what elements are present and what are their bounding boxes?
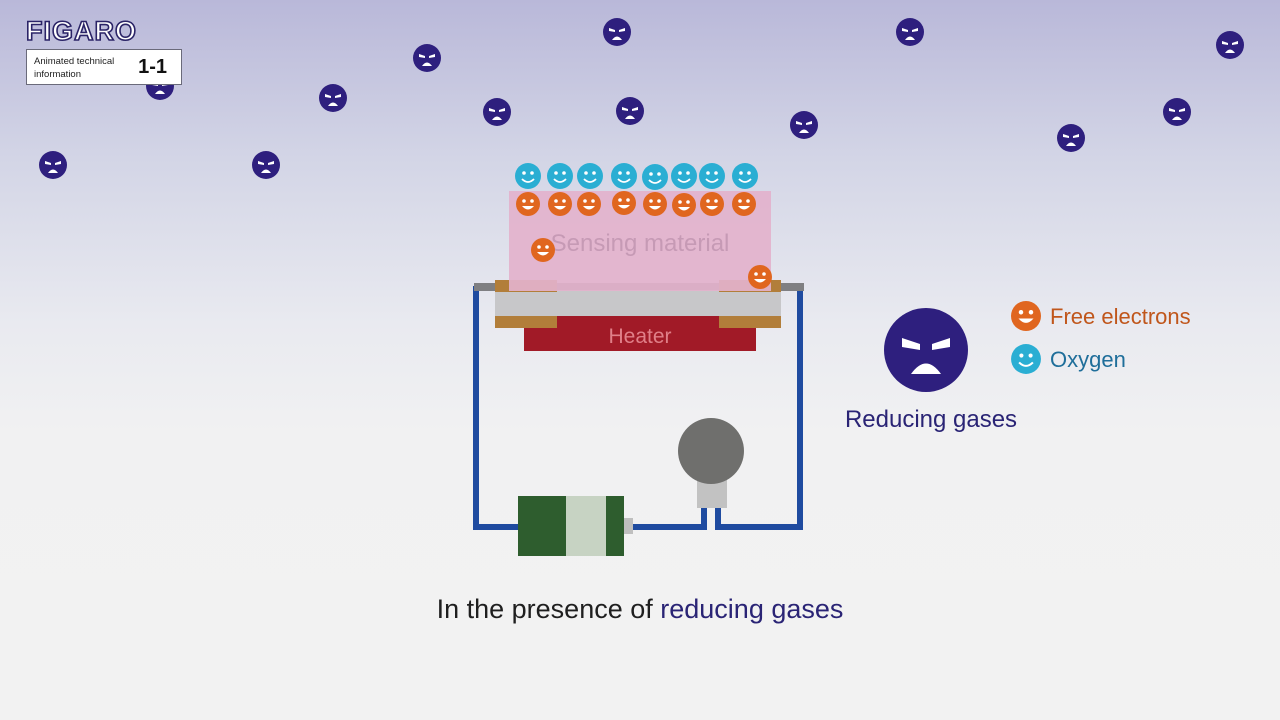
oxygen-molecule [514, 162, 542, 190]
free-electron [577, 192, 601, 216]
figaro-header: FIGARO Animated technical information 1-… [25, 15, 186, 88]
info-label-line2: information [34, 69, 81, 80]
gas-molecule [39, 151, 67, 179]
free-electron [516, 192, 540, 216]
oxygen-icon [1010, 343, 1042, 375]
info-label-line1: Animated technical [34, 56, 115, 67]
free-electron [672, 193, 696, 217]
gas-molecule [896, 18, 924, 46]
free-electron [700, 192, 724, 216]
figaro-logo: FIGARO [25, 15, 137, 47]
lamp-bulb [678, 418, 744, 484]
battery-band [566, 496, 606, 556]
electrode [495, 316, 557, 328]
free-electron [643, 192, 667, 216]
info-code: 1-1 [138, 56, 167, 78]
gas-molecule [319, 84, 347, 112]
oxygen-label: Oxygen [1050, 347, 1126, 372]
caption-highlight: reducing gases [660, 594, 844, 624]
sensing-material-label: Sensing material [551, 230, 730, 257]
heater [524, 316, 756, 351]
reducing-gases-label: Reducing gases [845, 406, 1017, 433]
oxygen-molecule [610, 162, 638, 190]
free-electron [531, 238, 555, 262]
free-electrons-label: Free electrons [1050, 304, 1191, 329]
oxygen-molecule [576, 162, 604, 190]
circuit-wire [473, 286, 520, 530]
heater-label: Heater [608, 325, 671, 348]
caption-prefix: In the presence of [436, 594, 653, 624]
oxygen-molecule [641, 163, 669, 191]
caption: In the presence of reducing gases [0, 594, 1280, 625]
free-electron [548, 192, 572, 216]
reducing-gas-icon [884, 308, 968, 392]
oxygen-molecule [670, 162, 698, 190]
free-electron [732, 192, 756, 216]
circuit-wire [632, 506, 707, 530]
oxygen-molecule [546, 162, 574, 190]
free-electron-icon [1011, 301, 1041, 331]
substrate [495, 290, 781, 318]
gas-molecule [790, 111, 818, 139]
gas-molecule [483, 98, 511, 126]
gas-molecule [1163, 98, 1191, 126]
gas-molecule [413, 44, 441, 72]
info-panel: Animated technical information 1-1 [26, 49, 182, 85]
gas-molecule [603, 18, 631, 46]
gas-molecule [1057, 124, 1085, 152]
gas-molecule [1216, 31, 1244, 59]
oxygen-molecule [731, 162, 759, 190]
lamp-base [697, 480, 727, 508]
circuit-wire [715, 286, 803, 530]
electrode [719, 316, 781, 328]
oxygen-molecule [698, 162, 726, 190]
gas-molecule [252, 151, 280, 179]
gas-molecule [616, 97, 644, 125]
free-electron [612, 191, 636, 215]
battery-terminal [624, 518, 633, 534]
free-electron [748, 265, 772, 289]
